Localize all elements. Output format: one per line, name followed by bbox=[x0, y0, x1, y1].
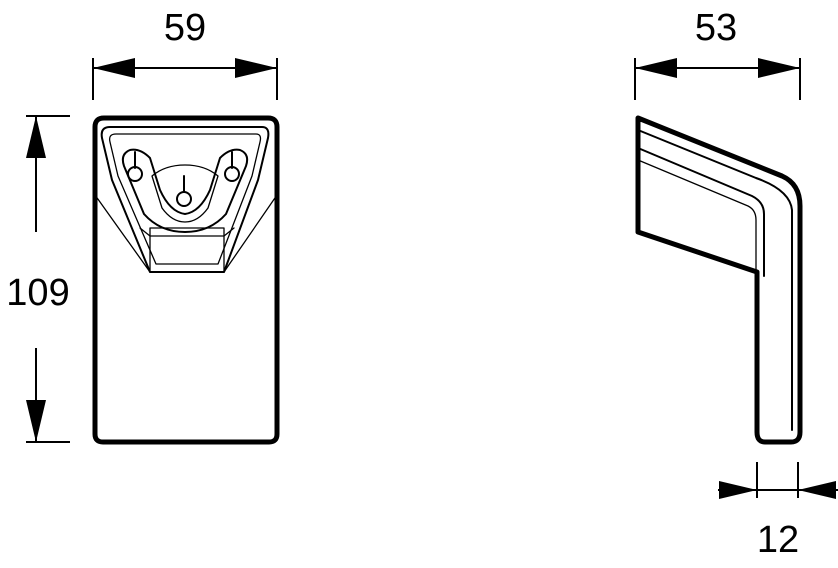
side-inner-face-2 bbox=[637, 159, 757, 271]
side-depth-label: 53 bbox=[695, 7, 737, 49]
front-keyhole-recess-inner bbox=[151, 164, 219, 223]
front-screw-center bbox=[176, 175, 192, 207]
side-view: 53 12 bbox=[634, 7, 838, 561]
front-screw-right bbox=[224, 151, 240, 182]
front-body-outline bbox=[92, 115, 280, 445]
front-width-label: 59 bbox=[164, 7, 206, 49]
side-inner-top bbox=[637, 129, 793, 431]
front-keyhole-recess bbox=[121, 148, 249, 233]
front-height-label: 109 bbox=[6, 272, 69, 314]
front-lower-block bbox=[149, 227, 225, 273]
side-thickness-dimension: 12 bbox=[718, 462, 838, 561]
front-view: 59 109 bbox=[6, 7, 280, 445]
front-chamfer-right bbox=[223, 194, 278, 273]
front-lower-block-edge bbox=[139, 227, 235, 237]
side-inner-face bbox=[637, 147, 765, 277]
side-body-outline bbox=[635, 115, 803, 445]
front-chamfer-left bbox=[94, 194, 151, 273]
front-width-dimension: 59 bbox=[92, 7, 278, 100]
front-mount-plate-inner bbox=[108, 133, 262, 265]
side-thickness-label: 12 bbox=[757, 519, 799, 561]
front-height-dimension: 109 bbox=[6, 115, 70, 443]
front-screw-left bbox=[127, 151, 143, 182]
side-depth-dimension: 53 bbox=[634, 7, 801, 100]
